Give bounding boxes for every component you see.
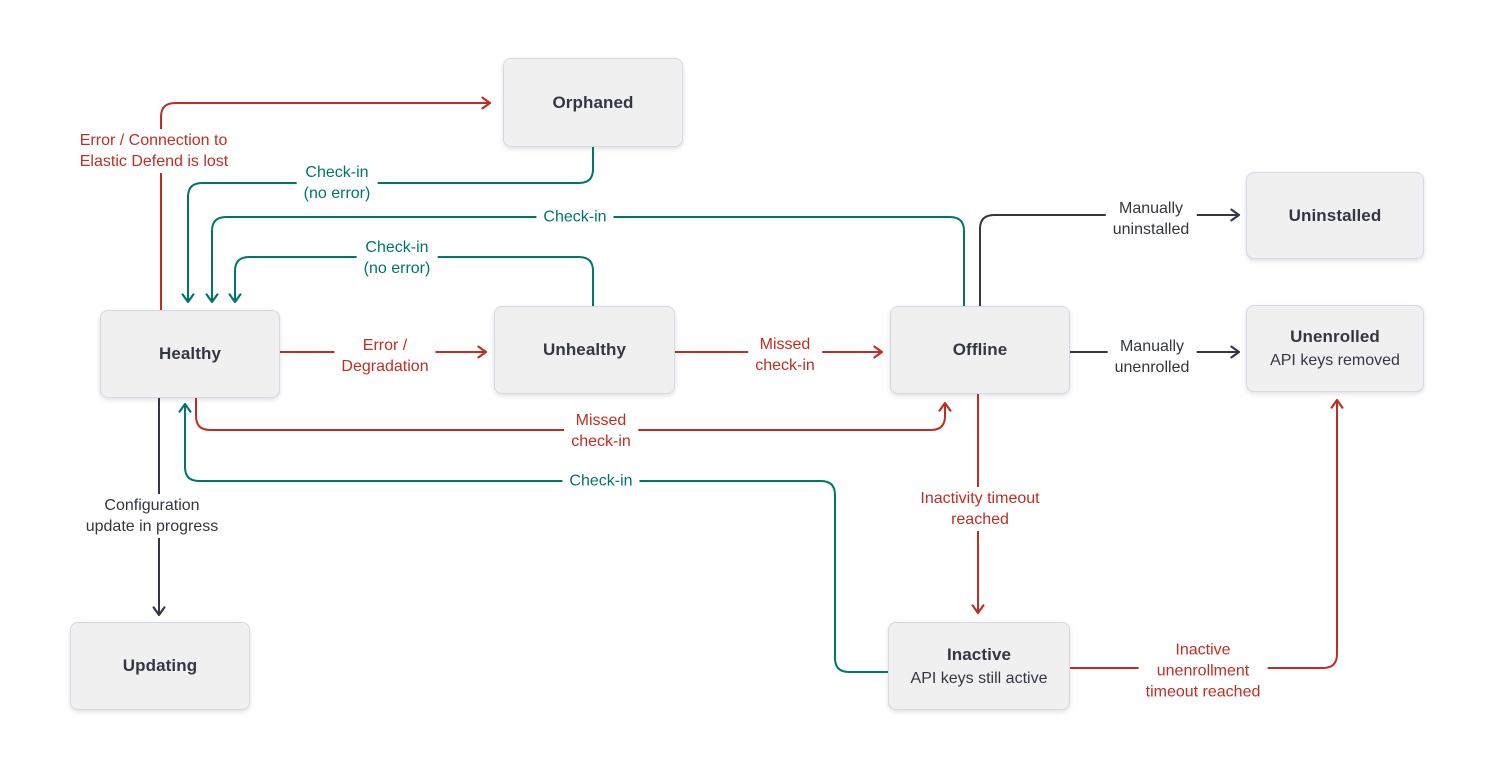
node-unhealthy: Unhealthy: [494, 306, 675, 394]
node-unenrolled-label: Unenrolled: [1290, 327, 1380, 346]
edge-inactive-to-unenrolled: [1070, 398, 1344, 669]
edge-label-check-in-no-error-orphaned: Check-in (no error): [296, 161, 378, 205]
edge-label-manually-unenrolled: Manually unenrolled: [1107, 335, 1197, 379]
node-uninstalled-label: Uninstalled: [1288, 205, 1382, 225]
node-orphaned: Orphaned: [503, 58, 683, 147]
edge-label-error-connection-lost: Error / Connection to Elastic Defend is …: [72, 129, 236, 173]
edge-label-error-degradation: Error / Degradation: [334, 334, 436, 378]
node-orphaned-label: Orphaned: [552, 92, 634, 112]
node-unenrolled-sublabel: API keys removed: [1270, 352, 1400, 369]
node-inactive-sublabel: API keys still active: [910, 669, 1048, 687]
edge-label-manually-uninstalled: Manually uninstalled: [1105, 197, 1197, 241]
node-offline-label: Offline: [952, 340, 1008, 359]
edge-label-check-in-inactive: Check-in: [562, 469, 640, 493]
edge-label-check-in-offline: Check-in: [536, 205, 614, 229]
node-healthy: Healthy: [100, 310, 280, 398]
node-uninstalled: Uninstalled: [1246, 172, 1424, 259]
edge-inactive-to-healthy: [178, 402, 888, 673]
edge-label-configuration-update: Configuration update in progress: [78, 494, 226, 538]
node-unhealthy-label: Unhealthy: [542, 340, 627, 359]
node-updating: Updating: [70, 622, 250, 710]
edge-label-inactive-unenrollment-timeout: Inactive unenrollment timeout reached: [1138, 638, 1268, 704]
edge-label-check-in-no-error-unhealthy: Check-in (no error): [356, 236, 438, 280]
node-updating-label: Updating: [122, 656, 198, 675]
node-inactive-label: Inactive: [946, 644, 1012, 664]
edge-healthy-to-orphaned: [160, 96, 492, 310]
node-healthy-label: Healthy: [158, 344, 222, 363]
node-unenrolled: Unenrolled API keys removed: [1246, 305, 1424, 392]
edge-label-inactivity-timeout: Inactivity timeout reached: [913, 487, 1047, 531]
edge-label-missed-check-in-unhealthy: Missed check-in: [748, 333, 822, 377]
edge-offline-to-uninstalled: [979, 208, 1241, 306]
edge-label-missed-check-in-healthy: Missed check-in: [564, 409, 638, 453]
edge-offline-to-healthy: [205, 216, 965, 306]
edge-orphaned-to-healthy: [181, 147, 594, 304]
node-offline: Offline: [890, 306, 1070, 394]
node-inactive: Inactive API keys still active: [888, 622, 1070, 710]
